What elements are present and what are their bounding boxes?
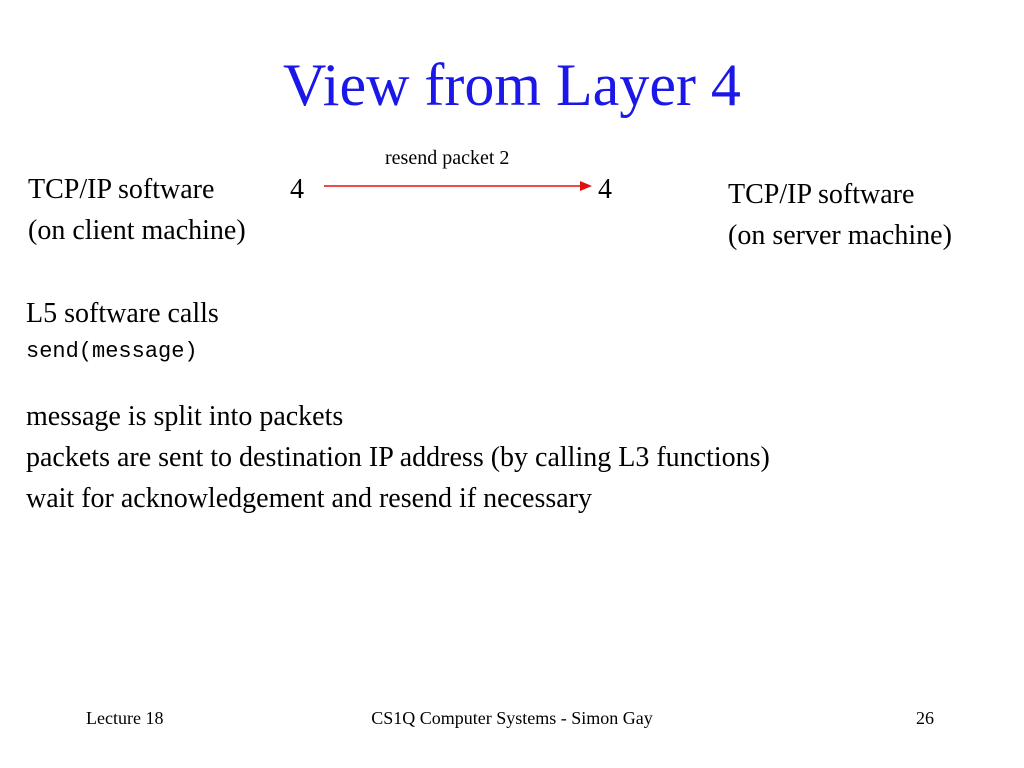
footer-course: CS1Q Computer Systems - Simon Gay [371,708,653,728]
footer-page-number: 26 [916,708,934,728]
slide-title: View from Layer 4 [283,52,741,118]
call-label: L5 software calls [26,298,219,329]
client-label: TCP/IP software [28,174,215,205]
footer-lecture: Lecture 18 [86,708,164,728]
server-layer-number: 4 [598,174,612,205]
step-3: wait for acknowledgement and resend if n… [26,483,592,514]
arrow-label: resend packet 2 [385,147,510,169]
client-layer-number: 4 [290,174,304,205]
client-sublabel: (on client machine) [28,215,246,246]
call-code: send(message) [26,339,198,364]
step-1: message is split into packets [26,401,344,432]
resend-arrow [324,181,592,191]
arrow-head [580,181,592,191]
step-2: packets are sent to destination IP addre… [26,442,770,473]
server-sublabel: (on server machine) [728,220,952,251]
server-label: TCP/IP software [728,179,915,210]
